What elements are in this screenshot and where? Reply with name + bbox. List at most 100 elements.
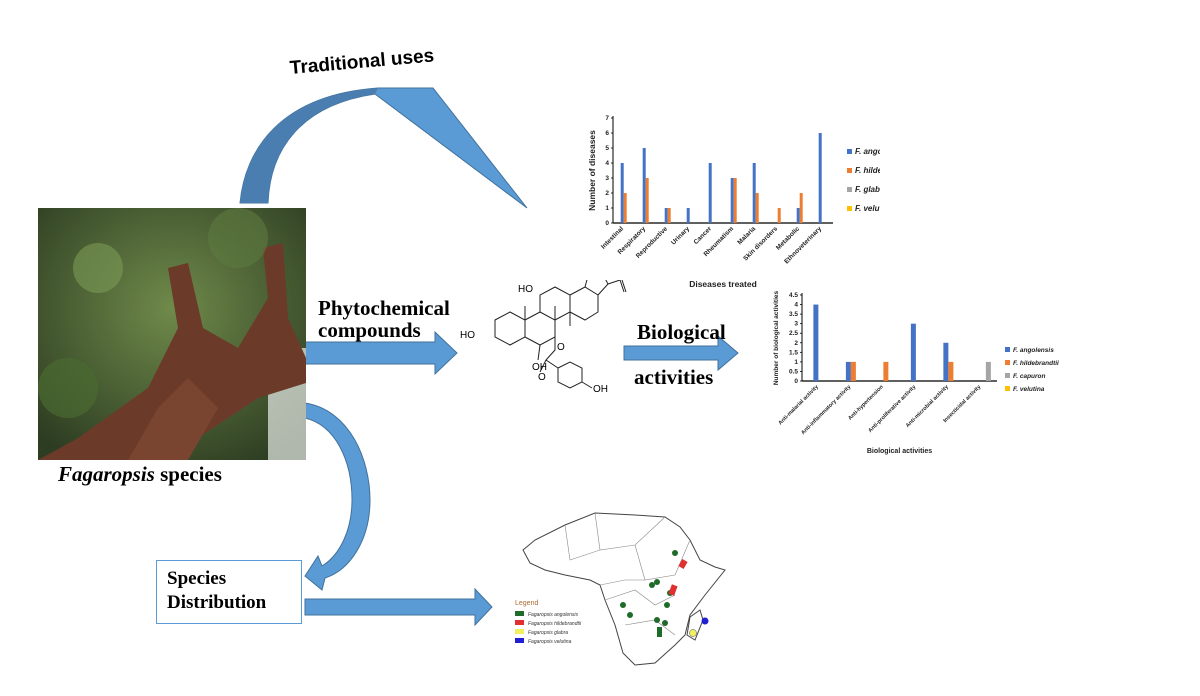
bar-fhildebrandtii [755, 193, 759, 223]
bar-fangolensis [664, 208, 668, 223]
map-legend-velutina: Fagaropsis velutina [528, 639, 572, 645]
y-tick-label: 1 [794, 359, 798, 366]
y-tick-label: 0 [794, 378, 798, 385]
legend-swatch [847, 168, 852, 173]
y-axis-label: Number of biological activities [773, 290, 780, 385]
y-tick-label: 1 [605, 205, 609, 212]
x-axis-label: Diseases treated [689, 279, 757, 289]
bar-fangolensis [620, 163, 624, 223]
distribution-line2: Distribution [167, 592, 267, 613]
y-tick-label: 4 [605, 160, 609, 167]
bar-fangolensis [910, 323, 916, 381]
bar-fcapuron [985, 361, 991, 381]
bar-fangolensis [730, 178, 734, 223]
legend-label: F. capuron [1013, 373, 1046, 380]
traditional-uses-arrow [239, 87, 528, 209]
bar-fhildebrandtii [623, 193, 627, 223]
biological-label-line2: activities [634, 365, 714, 389]
bar-fhildebrandtii [948, 361, 954, 381]
map-legend: Fagaropsis angolensis Fagaropsis hildebr… [515, 611, 582, 645]
phytochemical-line1: Phytochemical [318, 296, 450, 320]
molecule-label-oh-1: OH [532, 362, 547, 373]
bar-fhildebrandtii [645, 178, 649, 223]
map-legend-title: Legend [515, 600, 538, 607]
phytochemical-arrow [304, 330, 458, 376]
y-tick-label: 3.5 [789, 311, 798, 318]
bar-fangolensis [818, 133, 822, 223]
bar-fangolensis [686, 208, 690, 223]
biological-arrow [623, 334, 739, 372]
y-tick-label: 5 [605, 145, 609, 152]
bar-fangolensis [845, 361, 851, 381]
x-axis-label: Biological activities [867, 448, 932, 455]
molecule-label-o-1: O [557, 342, 565, 353]
bar-fhildebrandtii [733, 178, 737, 223]
bar-fhildebrandtii [667, 208, 671, 223]
legend-label: F. hildebrandtii [1013, 360, 1059, 367]
bar-fhildebrandtii [883, 361, 889, 381]
x-tick-label: Malaria [736, 225, 757, 246]
y-tick-label: 4.5 [789, 292, 798, 299]
distribution-curved-arrow [304, 402, 371, 591]
y-tick-label: 2 [794, 340, 798, 347]
species-caption: Fagaropsis species [58, 462, 222, 487]
y-tick-label: 0 [605, 220, 609, 227]
legend-label: F. velutina [855, 204, 880, 213]
species-caption-rest: species [154, 462, 222, 486]
x-tick-label: Urinary [670, 225, 691, 246]
legend-label: F. velutina [1013, 386, 1045, 393]
bar-fhildebrandtii [799, 193, 803, 223]
bar-fangolensis [642, 148, 646, 223]
map-points [620, 550, 709, 637]
y-tick-label: 4 [794, 302, 798, 309]
map-legend-hildebrandtii: Fagaropsis hildebrandtii [528, 621, 582, 627]
legend-label: F. glabra [855, 185, 880, 194]
y-tick-label: 2 [605, 190, 609, 197]
x-tick-label: Anti-hypertension [847, 384, 885, 422]
bar-fhildebrandtii [850, 361, 856, 381]
y-axis-label: Number of diseases [587, 130, 597, 211]
legend-swatch [1005, 360, 1010, 365]
map-legend-swatch-glabra [515, 629, 524, 634]
bar-fangolensis [752, 163, 756, 223]
diseases-chart: 01234567IntestinalRespiratoryReproductiv… [587, 115, 880, 289]
species-distribution-box: Species Distribution [156, 560, 302, 624]
legend-swatch [1005, 386, 1010, 391]
legend-swatch [1005, 373, 1010, 378]
y-tick-label: 0.5 [789, 368, 798, 375]
map-legend-swatch-hildebrandtii [515, 620, 524, 625]
y-tick-label: 1.5 [789, 349, 798, 356]
legend-swatch [847, 149, 852, 154]
y-tick-label: 3 [605, 175, 609, 182]
map-legend-swatch-angolensis [515, 611, 524, 616]
molecule-structure: HO HO OH O O OH [460, 280, 627, 395]
y-tick-label: 6 [605, 130, 609, 137]
y-tick-label: 7 [605, 115, 609, 122]
tree-photo [38, 208, 306, 460]
legend-label: F. angolensis [855, 147, 880, 156]
molecule-label-ho-2: HO [518, 284, 533, 295]
molecule-label-oh-2: OH [593, 384, 608, 395]
legend-swatch [847, 187, 852, 192]
phytochemical-line2: compounds [318, 318, 421, 342]
distribution-arrow [304, 587, 493, 627]
bar-fangolensis [813, 304, 819, 381]
distribution-line1: Species [167, 568, 227, 589]
africa-map: Legend Fagaropsis angolensis Fagaropsis … [515, 512, 726, 666]
legend-label: F. angolensis [1013, 347, 1054, 354]
y-tick-label: 3 [794, 321, 798, 328]
legend-label: F. hildebrandtii [855, 166, 880, 175]
bar-fangolensis [943, 342, 949, 381]
x-tick-label: Cancer [693, 225, 714, 246]
molecule-label-o-2: O [538, 372, 546, 383]
phytochemical-label: Phytochemical compounds [318, 297, 450, 341]
map-legend-angolensis: Fagaropsis angolensis [528, 612, 579, 618]
biological-label-line1: Biological [637, 320, 726, 344]
bar-fangolensis [708, 163, 712, 223]
species-caption-genus: Fagaropsis [58, 462, 155, 486]
map-legend-swatch-velutina [515, 638, 524, 643]
y-tick-label: 2.5 [789, 330, 798, 337]
bar-fangolensis [796, 208, 800, 223]
